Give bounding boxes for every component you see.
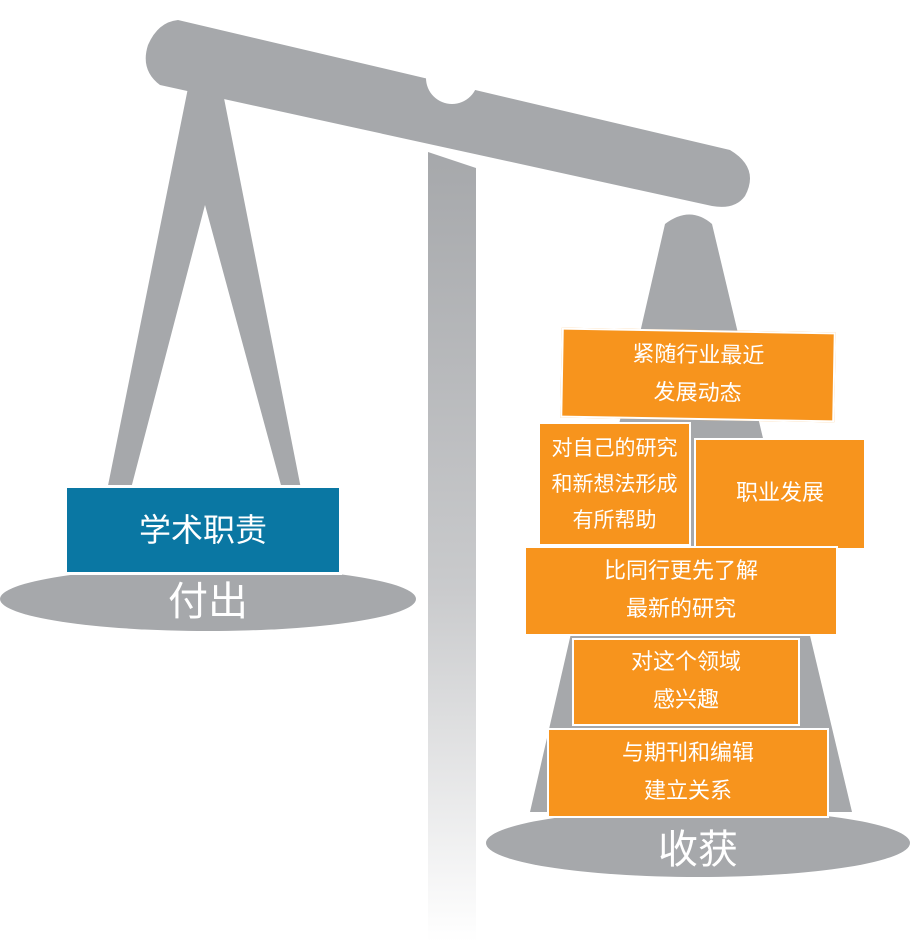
right-pan-label: 收获 — [658, 827, 738, 873]
editor-relations-block: 与期刊和编辑 建立关系 — [547, 728, 829, 818]
own-research-block: 对自己的研究 和新想法形成 有所帮助 — [538, 422, 691, 546]
industry-trends-block: 紧随行业最近 发展动态 — [560, 327, 836, 423]
latest-research-block: 比同行更先了解 最新的研究 — [524, 546, 838, 636]
academic-duty-block: 学术职责 — [64, 485, 342, 575]
career-development-block: 职业发展 — [694, 438, 866, 550]
field-interest-block: 对这个领域 感兴趣 — [572, 638, 800, 726]
right-pan — [486, 809, 910, 877]
beam-pivot — [426, 52, 478, 104]
left-pan — [0, 567, 416, 631]
scale-beam — [145, 20, 750, 207]
scale-pole — [428, 152, 476, 942]
left-pan-label: 付出 — [168, 579, 248, 625]
